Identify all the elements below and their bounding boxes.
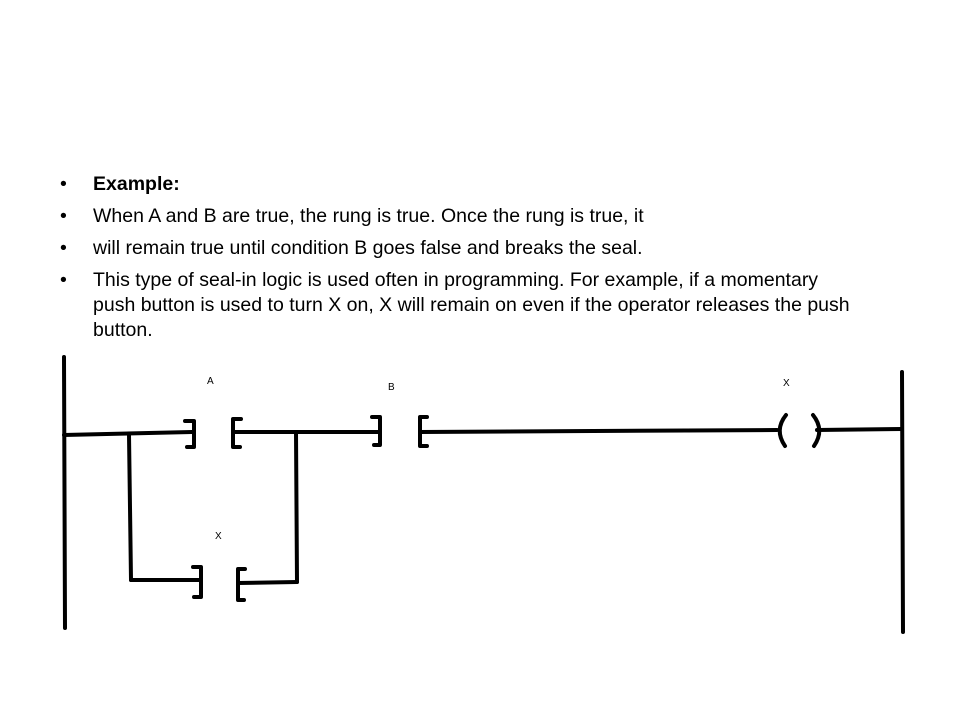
branch-right-vertical bbox=[294, 430, 299, 584]
contact-b-left-plate bbox=[370, 415, 382, 447]
rung-wire-coil-to-rail bbox=[815, 427, 904, 432]
bullet-text: will remain true until condition B goes … bbox=[93, 237, 643, 259]
left-power-rail bbox=[62, 355, 67, 630]
bullet-marker: • bbox=[60, 269, 67, 291]
branch-bottom-wire-right bbox=[236, 580, 299, 585]
bullet-marker: • bbox=[60, 205, 67, 227]
bullet-text: When A and B are true, the rung is true.… bbox=[93, 205, 644, 227]
branch-left-vertical bbox=[127, 433, 133, 582]
contact-a-left-plate bbox=[183, 419, 196, 449]
seal-contact-left-plate bbox=[191, 565, 203, 599]
bullet-list: • Example: • When A and B are true, the … bbox=[60, 172, 860, 350]
coil-x-label: X bbox=[783, 378, 790, 389]
bullet-item-rung-true: • When A and B are true, the rung is tru… bbox=[60, 204, 860, 229]
contact-a-label: A bbox=[207, 376, 214, 387]
bullet-text: This type of seal-in logic is used often… bbox=[93, 269, 850, 341]
bullet-item-seal-in-logic: • This type of seal-in logic is used oft… bbox=[60, 268, 860, 343]
seal-contact-label: X bbox=[215, 531, 222, 542]
bullet-text: Example: bbox=[93, 173, 180, 195]
coil-x-left bbox=[777, 413, 788, 448]
bullet-item-example: • Example: bbox=[60, 172, 860, 197]
contact-b-label: B bbox=[388, 382, 395, 393]
right-power-rail bbox=[900, 370, 905, 634]
bullet-marker: • bbox=[60, 237, 67, 259]
bullet-item-seal: • will remain true until condition B goe… bbox=[60, 236, 860, 261]
bullet-marker: • bbox=[60, 173, 67, 195]
rung-wire-b-to-coil bbox=[418, 428, 779, 434]
